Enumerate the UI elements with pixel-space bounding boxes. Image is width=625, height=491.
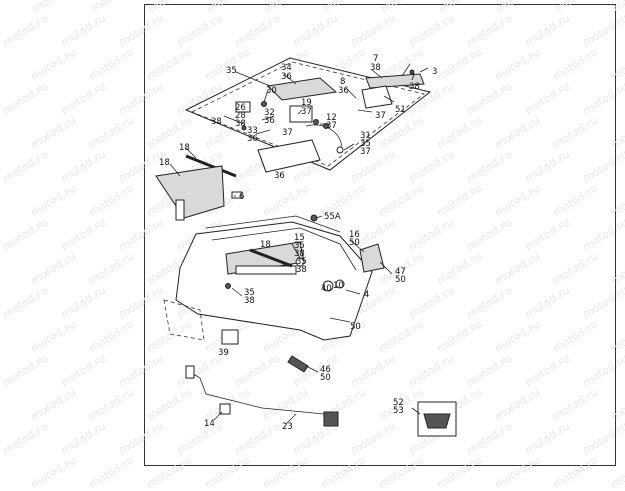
latch-19 [289, 105, 313, 123]
callout-50: 50 [395, 275, 406, 285]
callout-23: 23 [282, 422, 293, 432]
callout-12: 12 [326, 113, 337, 123]
saddlebag-body-50 [163, 214, 385, 341]
callout-14: 14 [204, 419, 215, 429]
spring-46 [287, 355, 309, 373]
callout-4: 4 [364, 290, 369, 300]
callout-46: 46 [320, 365, 331, 375]
callout-36: 36 [274, 171, 285, 181]
clip-14 [219, 403, 231, 415]
callout-38: 38 [211, 117, 222, 127]
callout-38: 38 [296, 265, 307, 275]
callout-55a: 55A [324, 212, 341, 222]
callout-26: 26 [235, 103, 246, 113]
callout-50: 50 [349, 238, 360, 248]
callout-51: 51 [395, 105, 406, 115]
callout-33: 33 [247, 126, 258, 136]
callout-35: 35 [360, 139, 371, 149]
hinge-16 [359, 243, 385, 273]
pan-36 [257, 139, 321, 173]
callout-30: 30 [266, 86, 277, 96]
upper-tray-assembly [184, 57, 432, 173]
harness-23 [189, 371, 325, 415]
callout-39: 39 [218, 348, 229, 358]
callout-40: 40 [321, 284, 332, 294]
callout-38: 38 [294, 249, 305, 259]
callout-50: 50 [350, 322, 361, 332]
callout-labels: 35 34 36 7 38 3 7 38 8 36 30 19 37 51 37… [159, 54, 437, 432]
callout-37: 37 [360, 147, 371, 157]
callout-36: 36 [247, 134, 258, 144]
callout-47: 47 [395, 267, 406, 277]
bracket-18 [155, 165, 225, 219]
callout-38: 38 [370, 63, 381, 73]
callout-10: 10 [333, 281, 344, 291]
bracket-34 [266, 77, 338, 101]
callout-8: 8 [340, 77, 345, 87]
exploded-parts-diagram: 35 34 36 7 38 3 7 38 8 36 30 19 37 51 37… [155, 54, 457, 437]
callout-7: 7 [373, 54, 378, 64]
callout-32: 32 [264, 108, 275, 118]
callout-34: 34 [281, 63, 292, 73]
part-39 [221, 329, 239, 345]
callout-36: 36 [338, 86, 349, 96]
callout-38: 38 [235, 119, 246, 129]
callout-18: 18 [159, 158, 170, 168]
callout-31: 31 [360, 131, 371, 141]
callout-36: 36 [281, 72, 292, 82]
callout-53: 53 [393, 406, 404, 416]
callout-35: 35 [226, 66, 237, 76]
callout-15: 15 [294, 233, 305, 243]
leader-lines [169, 63, 421, 425]
callout-16: 16 [349, 230, 360, 240]
callout-7: 7 [410, 73, 415, 83]
callout-37: 37 [326, 121, 337, 131]
callout-52: 52 [393, 398, 404, 408]
callout-50: 50 [320, 373, 331, 383]
callout-35: 35 [294, 241, 305, 251]
callout-35: 35 [296, 257, 307, 267]
callout-37: 37 [375, 111, 386, 121]
callout-6: 6 [239, 192, 244, 202]
callout-36: 36 [264, 116, 275, 126]
callout-35: 35 [244, 288, 255, 298]
callout-37: 37 [282, 128, 293, 138]
callout-19: 19 [301, 98, 312, 108]
rail-bracket-assembly [155, 154, 243, 221]
callout-38: 38 [409, 82, 420, 92]
callout-3: 3 [432, 67, 437, 77]
callout-18: 18 [260, 240, 271, 250]
clip-6 [231, 191, 243, 199]
callout-38: 38 [244, 296, 255, 306]
callout-37: 37 [301, 107, 312, 117]
callout-28: 28 [235, 111, 246, 121]
callout-18: 18 [179, 143, 190, 153]
